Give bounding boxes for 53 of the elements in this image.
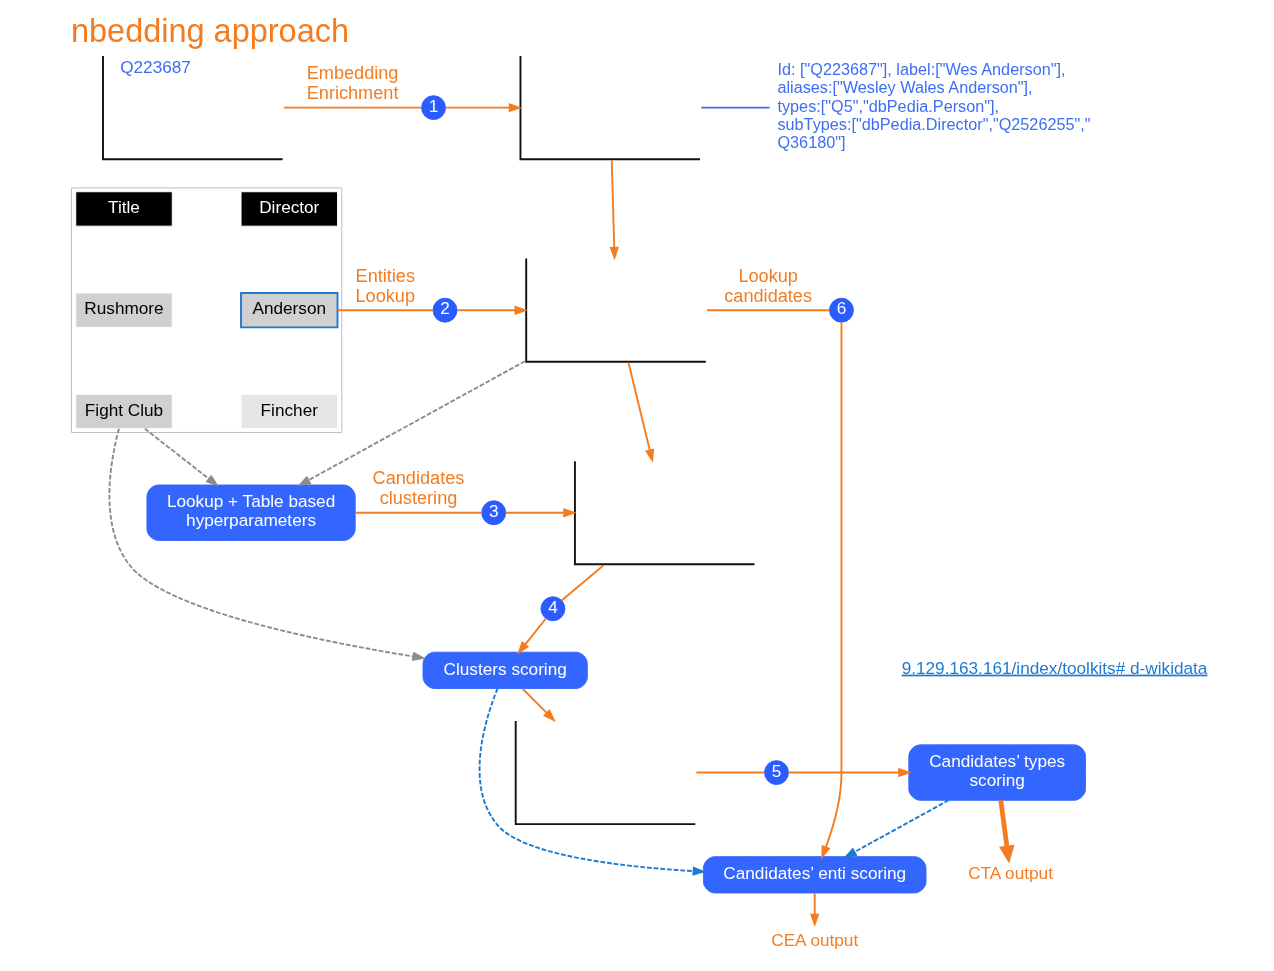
arrow	[809, 892, 819, 928]
connector	[705, 309, 830, 312]
edge-label: Candidates clustering	[372, 468, 464, 509]
node-box: Director	[240, 191, 338, 227]
connector	[336, 309, 434, 312]
node-box: Clusters scoring	[422, 651, 588, 689]
arrow	[296, 360, 526, 487]
arrow	[455, 305, 528, 315]
arrow	[627, 361, 654, 463]
node-circle: 6	[828, 297, 854, 323]
connector	[353, 511, 483, 514]
arrow	[107, 427, 426, 661]
node-picture	[519, 55, 701, 161]
node-text: CEA output	[770, 929, 858, 950]
node-circle: 2	[432, 297, 457, 323]
connector	[282, 106, 422, 109]
node-box: Title	[74, 191, 173, 227]
edge-label: Lookup candidates	[723, 265, 812, 306]
arrow	[478, 687, 706, 876]
arrow	[504, 508, 577, 518]
node-text: Id: ["Q223687"], label:["Wes Anderson"], aliases:["Wesley Wales Anderson"], types:["Q5","dbPedia.Person"], subTypes:["dbPedia.Director","Q2526255"," Q36180"]	[776, 60, 1091, 151]
node-circle: 5	[763, 760, 789, 785]
node-picture	[573, 460, 755, 566]
connector	[699, 106, 771, 109]
edge-label: Entities Lookup	[355, 265, 415, 306]
node-picture	[514, 720, 696, 826]
arrow	[521, 687, 556, 722]
arrow	[820, 321, 842, 860]
node-circle: 1	[420, 95, 446, 121]
node-circle: 3	[480, 500, 506, 526]
node-text: Q223687	[119, 56, 191, 77]
node-box: Anderson	[239, 292, 338, 329]
connector	[560, 564, 604, 602]
arrow	[444, 102, 522, 113]
arrow	[997, 800, 1015, 864]
node-circle: 4	[540, 596, 565, 622]
arrow	[609, 159, 619, 261]
node-box: Candidates’ enti scoring	[702, 856, 926, 894]
arrow	[516, 617, 547, 655]
node-box: Lookup + Table based hyperparameters	[145, 484, 356, 541]
node-box: Candidates’ types scoring	[907, 744, 1086, 801]
label: 9.129.163.161/index/toolkits# d-wikidata	[901, 657, 1207, 678]
node-picture	[524, 257, 707, 363]
node-text: CTA output	[967, 863, 1053, 883]
node-box: Fight Club	[74, 393, 173, 430]
node-box: Fincher	[240, 393, 338, 430]
connector	[694, 771, 765, 774]
node-box: Rushmore	[74, 292, 173, 328]
diagram-title: nbedding approach	[70, 12, 349, 49]
arrow	[843, 799, 949, 859]
edge-label: Embedding Enrichment	[306, 63, 398, 104]
arrow	[143, 427, 219, 487]
arrow	[787, 767, 912, 778]
